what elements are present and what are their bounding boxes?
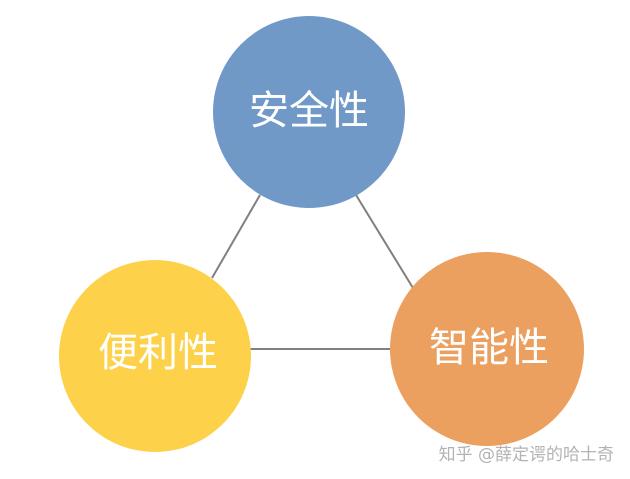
convenience-circle <box>59 260 251 452</box>
connector-lines <box>211 194 414 350</box>
node-intelligence: 智能性 <box>390 252 584 446</box>
security-label: 安全性 <box>249 88 369 134</box>
edge-security-convenience <box>211 194 261 279</box>
intelligence-label: 智能性 <box>429 325 549 371</box>
convenience-label: 便利性 <box>98 330 218 376</box>
node-security: 安全性 <box>213 16 405 208</box>
watermark: 知乎 @薛定谔的哈士奇 <box>438 445 614 465</box>
node-convenience: 便利性 <box>59 260 251 452</box>
security-circle <box>213 16 405 208</box>
edge-security-intelligence <box>355 194 414 289</box>
intelligence-circle <box>390 252 584 446</box>
